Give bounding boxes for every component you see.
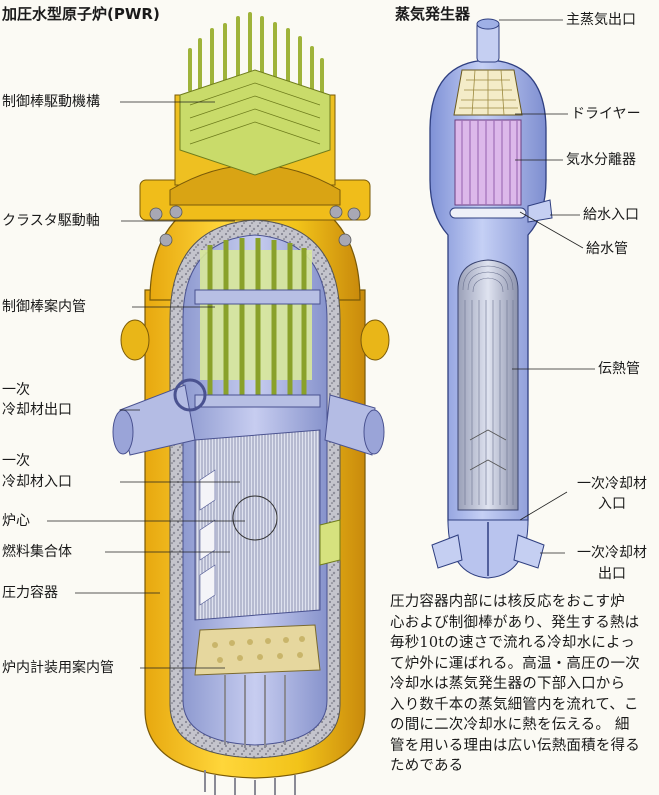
caption-line: 冷却水は蒸気発生器の下部入口から bbox=[390, 676, 626, 692]
label-dryer: ドライヤー bbox=[571, 106, 641, 122]
primary-coolant-inlet-nozzle bbox=[324, 394, 385, 456]
lower-plenum bbox=[194, 624, 321, 748]
label-cluster-drive-shaft: クラスタ駆動軸 bbox=[2, 213, 100, 229]
primary-coolant-outlet-nozzle bbox=[112, 378, 207, 456]
label-feedwater-inlet: 給水入口 bbox=[583, 207, 639, 223]
label-primary-outlet-line2: 冷却材出口 bbox=[2, 402, 72, 418]
label-primary-inlet-line1: 一次 bbox=[2, 453, 30, 469]
caption-text: 圧力容器内部には核反応をおこす炉 心および制御棒があり、発生する熱は 毎秒10t… bbox=[390, 592, 652, 777]
caption-line: 心および制御棒があり、発生する熱は bbox=[390, 614, 640, 631]
feedwater-ring bbox=[449, 199, 553, 223]
label-sg-primary-inlet-line2: 入口 bbox=[598, 496, 626, 512]
main-steam-outlet-nozzle bbox=[476, 18, 500, 63]
control-rod-guide-tubes bbox=[194, 238, 321, 408]
caption-line: 入り数千本の蒸気細管内を流れて、こ bbox=[390, 696, 639, 713]
caption-line: の間に二次冷却水に熱を伝える。 細 bbox=[390, 717, 630, 733]
pwr-title: 加圧水型原子炉(PWR) bbox=[2, 5, 160, 23]
reactor-core bbox=[194, 429, 341, 621]
caption-line: 圧力容器内部には核反応をおこす炉 bbox=[390, 594, 625, 610]
label-sg-primary-inlet-line1: 一次冷却材 bbox=[577, 476, 647, 492]
label-fuel-assembly: 燃料集合体 bbox=[2, 544, 72, 560]
label-control-rod-guide: 制御棒案内管 bbox=[2, 299, 86, 315]
moisture-separator bbox=[454, 119, 522, 206]
label-main-steam-outlet: 主蒸気出口 bbox=[566, 12, 636, 28]
label-instrument-guide: 炉内計装用案内管 bbox=[2, 660, 114, 676]
label-sg-primary-outlet-line1: 一次冷却材 bbox=[577, 545, 647, 561]
sg-leader-lines bbox=[499, 19, 595, 554]
caption-line: ためである bbox=[390, 758, 464, 774]
caption-line: 毎秒10tの速さで流れる冷却水によっ bbox=[390, 635, 635, 651]
label-primary-inlet-line2: 冷却材入口 bbox=[2, 474, 72, 490]
channel-head bbox=[431, 519, 545, 579]
label-separator: 気水分離器 bbox=[566, 152, 636, 168]
sg-title: 蒸気発生器 bbox=[395, 5, 471, 23]
label-core: 炉心 bbox=[2, 513, 30, 529]
label-feedwater-pipe: 給水管 bbox=[586, 241, 628, 257]
dryer bbox=[453, 69, 523, 116]
heat-transfer-tubes bbox=[457, 259, 519, 511]
caption-line: 管を用いる理由は広い伝熱面積を得る bbox=[390, 737, 640, 754]
label-heat-tube: 伝熱管 bbox=[598, 361, 640, 377]
label-sg-primary-outlet-line2: 出口 bbox=[598, 566, 626, 582]
control-rod-drive-mechanism bbox=[179, 69, 331, 176]
label-primary-outlet-line1: 一次 bbox=[2, 382, 30, 398]
label-control-rod-drive: 制御棒駆動機構 bbox=[2, 94, 100, 110]
control-rod-drive-rods bbox=[188, 12, 324, 97]
pwr-leader-lines bbox=[47, 101, 245, 669]
caption-line: て炉外に運ばれる。高温・高圧の一次 bbox=[390, 655, 640, 672]
label-pressure-vessel: 圧力容器 bbox=[2, 585, 58, 601]
